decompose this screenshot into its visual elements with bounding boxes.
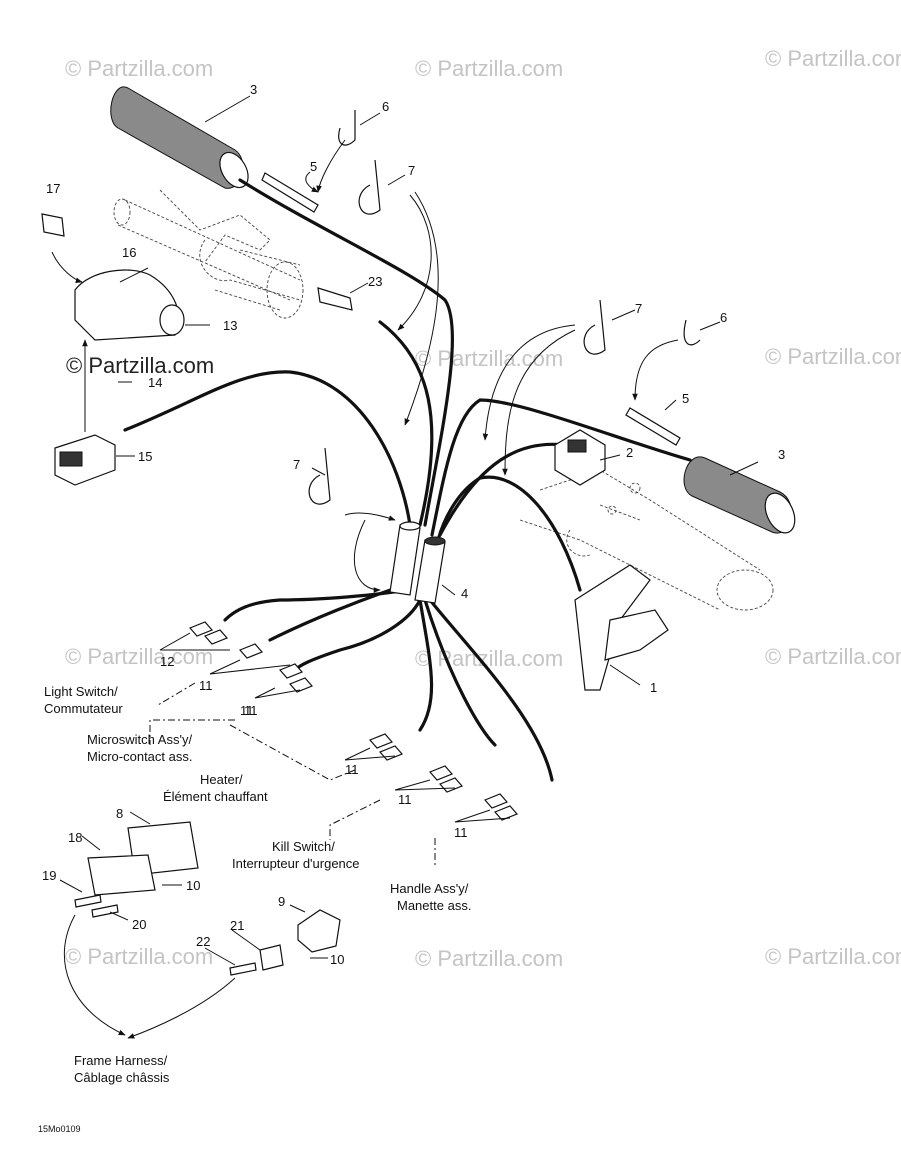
heater-label: Heater/ Élément chauffant [163,772,268,804]
callout-number: 6 [720,310,727,325]
watermark: © Partzilla.com [66,353,214,378]
label-line: Frame Harness/ [74,1053,168,1068]
harness-wires [123,178,692,782]
callout-number: 9 [278,894,285,909]
callout-number: 7 [635,301,642,316]
callout-number: 1 [650,680,657,695]
callout-number: 11 [240,703,254,718]
light-switch-part [54,434,116,486]
label-line: Câblage châssis [74,1070,170,1085]
callout-number: 11 [199,678,213,693]
callout-number: 13 [223,318,237,333]
callout-number: 12 [160,654,174,669]
watermark: © Partzilla.com [415,646,563,671]
watermark: © Partzilla.com [65,644,213,669]
watermark: © Partzilla.com [65,944,213,969]
microswitch-plunger-part [317,287,353,311]
callout-number: 20 [132,917,146,932]
callout-number: 15 [138,449,152,464]
label-line: Interrupteur d'urgence [232,856,360,871]
callout-number: 2 [626,445,633,460]
handle-label: Handle Ass'y/ Manette ass. [390,881,471,913]
callout-number: 21 [230,918,244,933]
watermark: © Partzilla.com [765,344,901,369]
callout-number: 16 [122,245,136,260]
heater-grip-right [683,456,796,534]
label-line: Commutateur [44,701,123,716]
harness-sleeves [389,521,446,604]
watermark: © Partzilla.com [765,46,901,71]
callout-number: 5 [682,391,689,406]
callout-numbers: 1 2 3 3 4 5 5 6 6 7 7 7 8 9 10 10 11 11 … [42,82,785,967]
kill-switch-label: Kill Switch/ Interrupteur d'urgence [232,839,360,871]
cable-ties [261,110,701,505]
drawing-code: 15Mo0109 [38,1124,81,1134]
label-line: Heater/ [200,772,243,787]
microswitch-part [554,429,606,486]
callout-number: 10 [330,952,344,967]
microswitch-label: Microswitch Ass'y/ Micro-contact ass. [87,732,192,764]
callout-number: 3 [778,447,785,462]
routing-lines [149,682,436,865]
watermark: © Partzilla.com [765,644,901,669]
watermark: © Partzilla.com [415,56,563,81]
leader-lines [51,95,759,1039]
connector-housings-frame [74,821,341,976]
callout-number: 17 [46,181,60,196]
decal-part [41,213,65,237]
callout-number: 4 [461,586,468,601]
callout-number: 18 [68,830,82,845]
label-line: Microswitch Ass'y/ [87,732,192,747]
callout-number: 7 [408,163,415,178]
watermark: © Partzilla.com [765,944,901,969]
light-switch-label: Light Switch/ Commutateur [44,684,123,716]
label-line: Handle Ass'y/ [390,881,469,896]
label-line: Light Switch/ [44,684,118,699]
left-handlebar-ghost [113,189,304,319]
brake-handle-part [574,564,669,691]
callout-number: 19 [42,868,56,883]
callout-number: 10 [186,878,200,893]
label-line: Manette ass. [397,898,471,913]
label-line: Élément chauffant [163,789,268,804]
callout-number: 7 [293,457,300,472]
callout-number: 11 [345,762,359,777]
switch-housing-part [74,269,185,341]
connector-bundles [188,621,519,821]
callout-number: 5 [310,159,317,174]
callout-number: 22 [196,934,210,949]
callout-number: 6 [382,99,389,114]
frame-harness-label: Frame Harness/ Câblage châssis [74,1053,170,1085]
heater-grip-left [110,86,249,189]
callout-number: 23 [368,274,382,289]
watermark: © Partzilla.com [415,346,563,371]
watermark: © Partzilla.com [415,946,563,971]
watermark: © Partzilla.com [65,56,213,81]
label-line: Micro-contact ass. [87,749,192,764]
callout-number: 8 [116,806,123,821]
callout-number: 11 [244,703,258,718]
callout-number: 11 [398,792,412,807]
right-handlebar-ghost [519,469,774,611]
label-line: Kill Switch/ [272,839,335,854]
callout-number: 11 [454,825,468,840]
callout-number: 14 [148,375,162,390]
callout-number: 3 [250,82,257,97]
watermarks: © Partzilla.com © Partzilla.com © Partzi… [65,46,901,971]
